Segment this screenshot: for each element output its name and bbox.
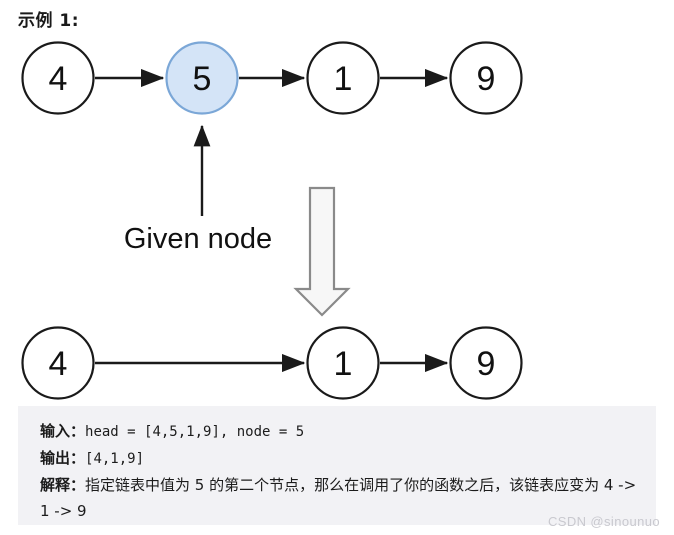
bottom-node-1: 1 <box>306 326 380 400</box>
top-node-1-label: 5 <box>193 60 212 98</box>
given-node-annotation: Given node <box>124 223 272 255</box>
top-node-1-highlighted: 5 <box>165 41 239 115</box>
page-title: 示例 1: <box>18 11 80 31</box>
info-output-line: 输出：[4,1,9] <box>40 445 656 472</box>
top-node-3-label: 9 <box>477 60 496 98</box>
info-input-value: head = [4,5,1,9], node = 5 <box>85 424 305 440</box>
top-node-2: 1 <box>306 41 380 115</box>
example-info-box: 输入：head = [4,5,1,9], node = 5 输出：[4,1,9]… <box>18 406 656 525</box>
top-node-2-label: 1 <box>334 60 353 98</box>
csdn-watermark: CSDN @sinounuo <box>547 514 660 529</box>
bottom-node-0: 4 <box>21 326 95 400</box>
top-node-0: 4 <box>21 41 95 115</box>
info-output-value: [4,1,9] <box>85 451 145 467</box>
bottom-node-1-label: 1 <box>334 345 353 383</box>
transform-down-block-arrow <box>293 186 351 317</box>
info-explain-value: 指定链表中值为 5 的第二个节点，那么在调用了你的函数之后，该链表应变为 4 -… <box>40 476 637 520</box>
bottom-node-0-label: 4 <box>49 345 68 383</box>
info-explain-label: 解释： <box>40 476 86 494</box>
top-node-0-label: 4 <box>49 60 68 98</box>
top-node-3: 9 <box>449 41 523 115</box>
info-input-label: 输入： <box>40 422 86 440</box>
info-input-line: 输入：head = [4,5,1,9], node = 5 <box>40 418 656 445</box>
info-output-label: 输出： <box>40 449 86 467</box>
bottom-node-2-label: 9 <box>477 345 496 383</box>
bottom-node-2: 9 <box>449 326 523 400</box>
info-explain-line: 解释：指定链表中值为 5 的第二个节点，那么在调用了你的函数之后，该链表应变为 … <box>40 472 640 524</box>
